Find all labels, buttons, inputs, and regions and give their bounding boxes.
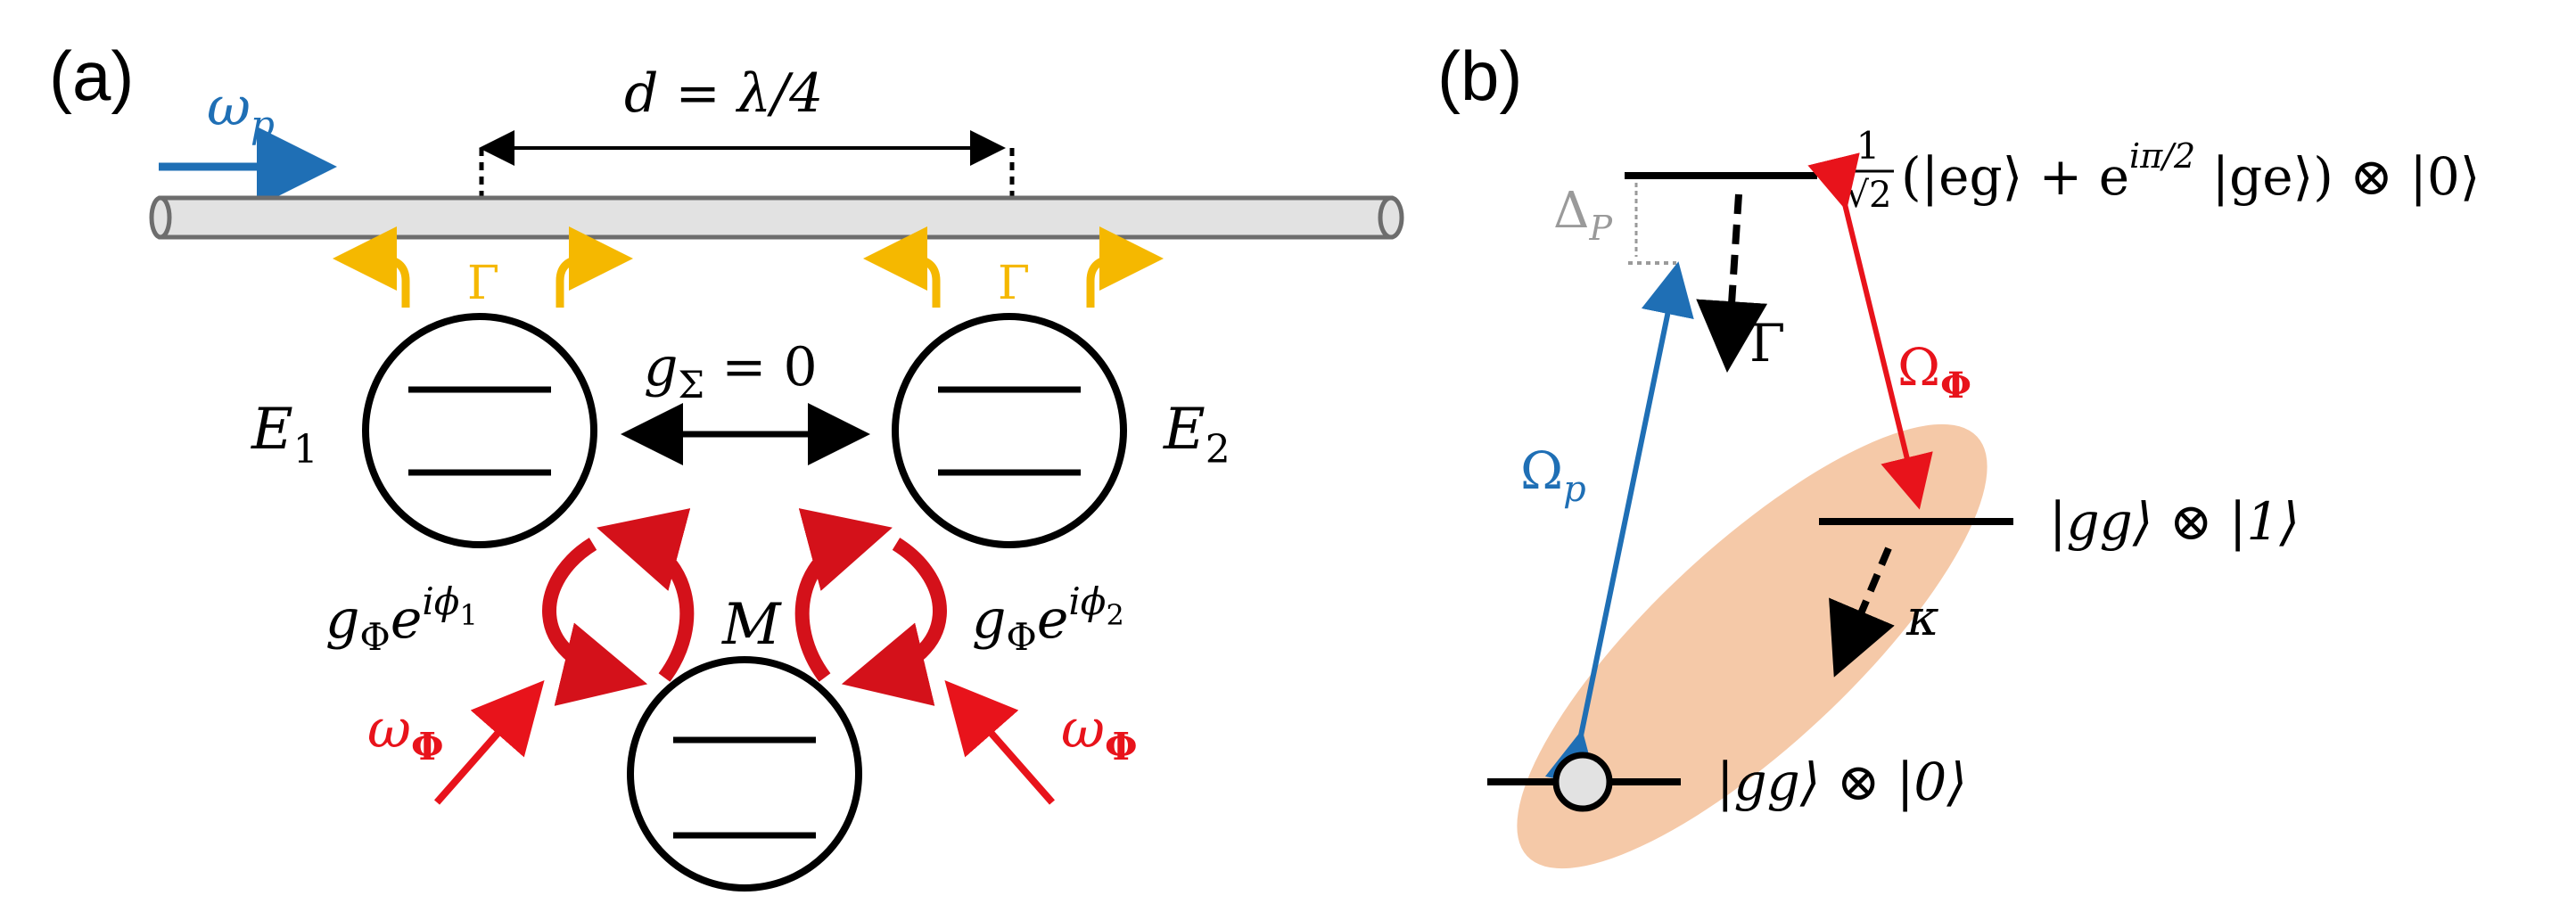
ground-population-dot	[1552, 752, 1613, 812]
phonon-coupling-arrows-left	[542, 508, 695, 706]
g2-coupling-label: gΦeiϕ2	[972, 579, 1124, 659]
drive-label-left: ωΦ	[367, 698, 444, 768]
emission-arrow-left-1	[333, 226, 410, 308]
ground-state-label: |gg⟩ ⊗ |0⟩	[1716, 752, 1967, 812]
drive-label-right: ωΦ	[1061, 698, 1138, 768]
kappa-label: κ	[1905, 589, 1939, 647]
mechanical-label: M	[721, 592, 782, 658]
probe-label: ωp	[207, 76, 275, 146]
control-drive-label: ΩΦ	[1897, 337, 1971, 407]
g1-coupling-label: gΦeiϕ1	[325, 579, 478, 659]
emission-arrow-left-2	[863, 226, 941, 308]
decay-label: Γ	[1749, 313, 1785, 374]
emitter-2	[892, 313, 1127, 548]
gamma-label-right: Γ	[998, 257, 1030, 310]
detuning-label: ΔP	[1553, 182, 1613, 248]
emitter-1-label: E1	[251, 397, 318, 473]
phonon-coupling-arrows-right	[794, 508, 947, 706]
probe-drive-label: Ωp	[1520, 440, 1586, 510]
kappa-decay-arrow	[1829, 547, 1895, 678]
drive-arrow-left	[433, 679, 545, 805]
emitter-2-label: E2	[1163, 397, 1230, 473]
waveguide-fiber	[149, 195, 1404, 240]
gamma-label-left: Γ	[467, 257, 499, 310]
panel-a-label: (a)	[49, 37, 134, 115]
probe-drive-arrow	[1544, 261, 1694, 788]
mechanical-mode	[627, 656, 862, 892]
control-drive-arrow	[1807, 152, 1933, 510]
phonon-state-label: |gg⟩ ⊗ |1⟩	[2049, 491, 2300, 552]
coupling-label: gΣ = 0	[644, 336, 818, 407]
emitter-1	[362, 313, 597, 548]
top-state-frac-den: √2	[1847, 175, 1892, 216]
emission-arrow-right-2	[1086, 226, 1164, 308]
panel-b: (b) 1 √2 (|eg⟩ + eiπ/2 |ge⟩) ⊗ |0⟩ ΔP Γ …	[1437, 37, 2480, 869]
distance-label: d = λ/4	[624, 62, 823, 125]
top-state-frac-num: 1	[1856, 124, 1881, 168]
panel-a: (a) ωp d = λ/4 Γ Γ E1	[49, 37, 1404, 892]
top-state-ket: (|eg⟩ + eiπ/2 |ge⟩) ⊗ |0⟩	[1901, 136, 2480, 207]
panel-b-label: (b)	[1437, 37, 1522, 115]
decay-arrow	[1696, 193, 1768, 373]
drive-arrow-right	[944, 679, 1056, 805]
emission-arrow-right-1	[556, 226, 633, 308]
top-state-label: 1 √2 (|eg⟩ + eiπ/2 |ge⟩) ⊗ |0⟩	[1844, 124, 2480, 216]
